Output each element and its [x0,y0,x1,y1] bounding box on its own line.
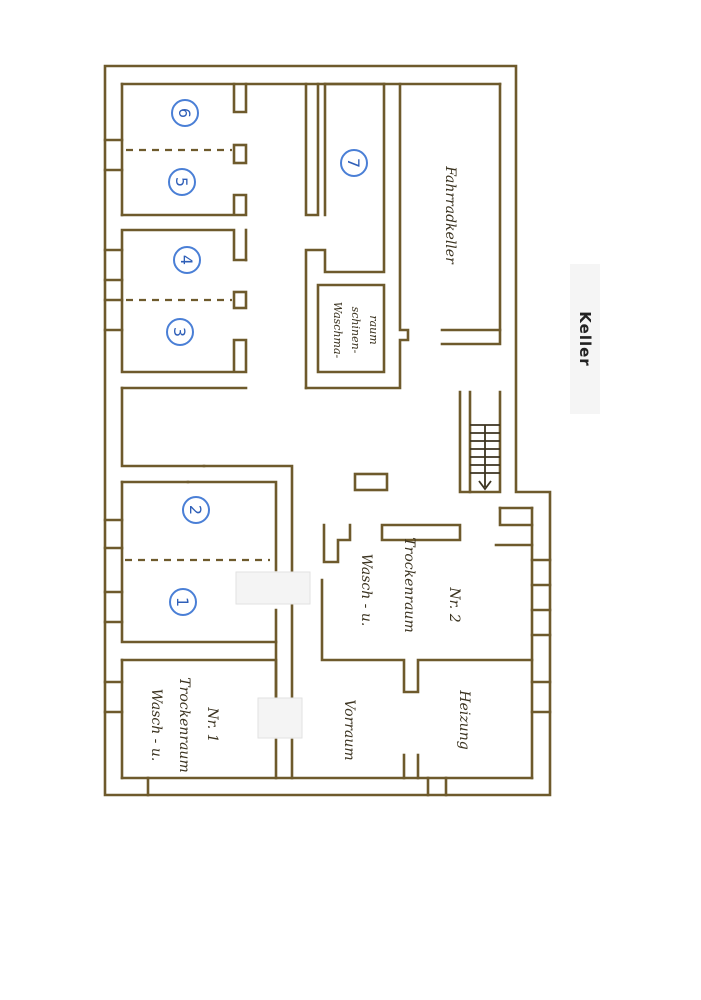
compartment-number: 4 [177,255,196,265]
room-label-waschmaschinen-line1: Waschma- [331,302,344,359]
correction-patch-1 [235,571,311,605]
room-label-heizung: Heizung [456,689,472,749]
compartment-number: 1 [173,597,192,607]
room-label-wasch-2-line2: Trockenraum [401,537,417,632]
room-label-waschmaschinen-line3: raum [367,315,380,344]
room-label-wasch-1-line1: Wasch - u. [148,689,164,762]
compartment-number: 2 [186,505,205,515]
room-label-wasch-1-line3: Nr. 1 [204,706,220,742]
compartments-3-4 [120,228,248,374]
compartment-number: 3 [170,327,189,337]
sheet-title-strip: Keller [570,264,600,414]
pillar [353,472,389,492]
outer-walls [103,64,552,797]
room-label-vorraum: Vorraum [341,699,357,760]
compartment-markers: 1 2 3 4 5 6 7 [166,99,368,616]
compartment-number: 5 [172,177,191,187]
compartment-number: 7 [344,158,363,168]
room-label-fahrradkeller: Fahrradkeller [442,165,458,265]
correction-patch-2 [257,697,303,739]
center-top [304,82,410,390]
room-label-waschmaschinen-line2: schinen- [349,307,362,354]
room-labels: Wasch - u. Trockenraum Nr. 1 Vorraum Was… [148,165,472,772]
room-label-wasch-1-line2: Trockenraum [176,677,192,772]
lower-right-rooms [320,506,534,780]
room-label-wasch-2-line3: Nr. 2 [446,586,462,622]
compartment-number: 6 [175,108,194,118]
room-label-wasch-2-line1: Wasch - u. [358,554,374,627]
staircase [458,390,502,494]
left-wing [120,386,294,780]
compartments-5-6 [120,82,248,217]
sheet-title: Keller [576,311,594,367]
